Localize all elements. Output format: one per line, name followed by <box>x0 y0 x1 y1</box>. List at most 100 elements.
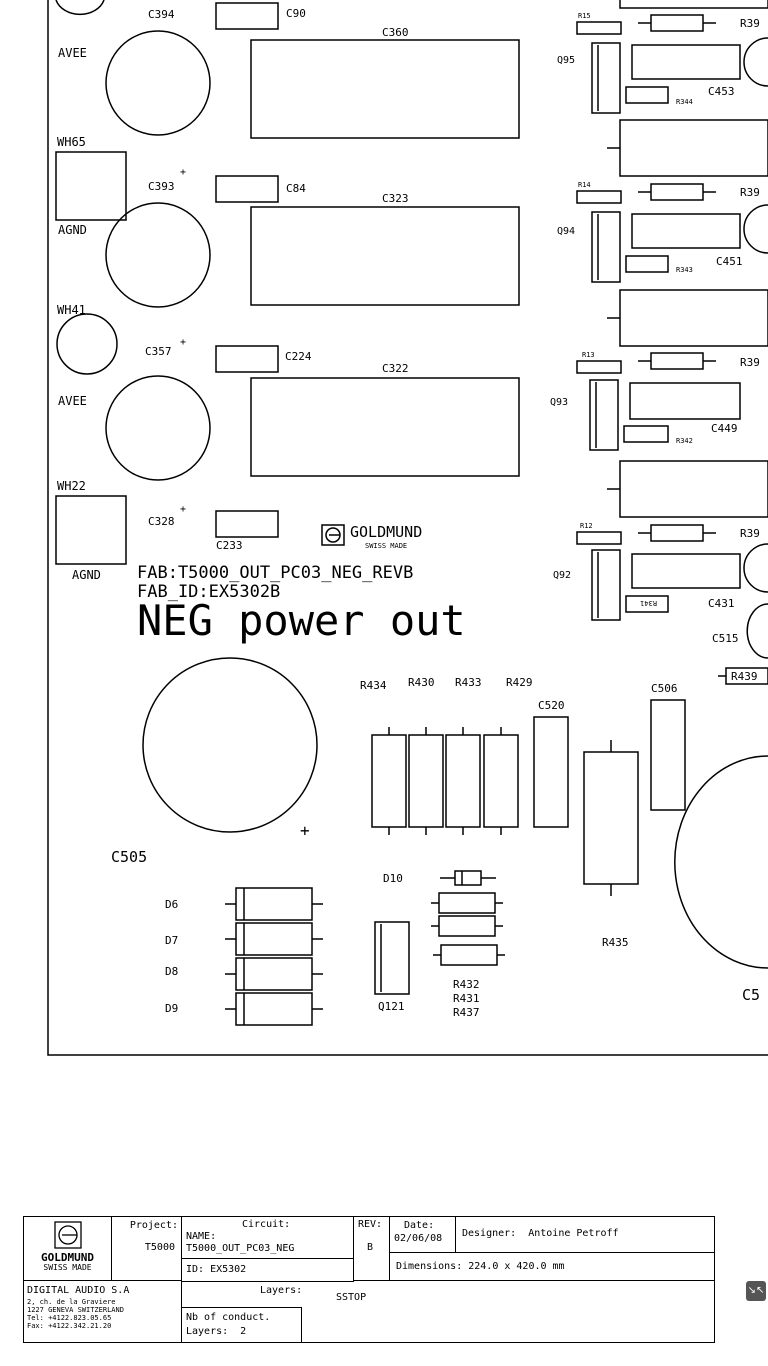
q93-body <box>589 379 619 451</box>
collapse-icon[interactable]: ↘↖ <box>746 1281 766 1301</box>
label-r437: R437 <box>453 1006 480 1019</box>
date-cell: Date: 02/06/08 <box>390 1217 456 1253</box>
label-c394: C394 <box>148 8 175 21</box>
name-value: T5000_OUT_PC03_NEG <box>186 1243 295 1254</box>
res-r434 <box>371 734 407 828</box>
nb-conduct-label: Nb of conduct. <box>186 1312 271 1323</box>
circuit-label: Circuit: <box>242 1219 291 1230</box>
diode-d8 <box>235 957 313 991</box>
label-r439: R439 <box>731 670 758 683</box>
q95-body <box>591 42 621 114</box>
cap-c520 <box>533 716 569 828</box>
label-r434: R434 <box>360 679 387 692</box>
label-r39-c: R39 <box>740 356 760 369</box>
label-wh41: WH41 <box>57 303 86 317</box>
q121-body <box>374 921 410 995</box>
label-r431: R431 <box>453 992 480 1005</box>
label-r39-d: R39 <box>740 527 760 540</box>
name-label: NAME: <box>186 1231 217 1242</box>
project-label: Project: <box>129 1220 178 1231</box>
goldmund-logo-icon <box>53 1221 82 1249</box>
fab-line: FAB:T5000_OUT_PC03_NEG_REVB <box>137 563 413 583</box>
layers-cell: Layers: SSTOP <box>182 1281 714 1342</box>
label-r430: R430 <box>408 676 435 689</box>
board-title: NEG power out <box>137 596 466 645</box>
cap-q94 <box>631 213 741 249</box>
pad-wh22 <box>55 495 127 565</box>
cap-c357 <box>105 375 211 481</box>
label-r13: R13 <box>582 351 595 359</box>
plus-1: + <box>180 167 186 178</box>
res-r15 <box>576 21 622 35</box>
title-logo-sub: SWISS MADE <box>43 1263 92 1272</box>
res-r341 <box>625 595 669 613</box>
id-value: ID: EX5302 <box>186 1264 247 1275</box>
project-value: T5000 <box>144 1242 175 1253</box>
cap-c393 <box>105 202 211 308</box>
res-r39-a <box>650 14 704 32</box>
label-c360: C360 <box>382 26 409 39</box>
label-c357: C357 <box>145 345 172 358</box>
q92-body <box>591 549 621 621</box>
company-fax: Fax: +4122.342.21.20 <box>27 1322 112 1330</box>
company-address-2: 1227 GENEVA SWITZERLAND <box>27 1306 124 1314</box>
project-cell: Project: T5000 <box>112 1217 182 1281</box>
label-c5: C5 <box>742 986 760 1004</box>
label-c224: C224 <box>285 350 312 363</box>
label-avee-1: AVEE <box>58 46 87 60</box>
diode-d9 <box>235 992 313 1026</box>
label-wh22: WH22 <box>57 479 86 493</box>
res-r13 <box>576 360 622 374</box>
label-r15: R15 <box>578 12 591 20</box>
board-outline <box>47 0 768 1056</box>
label-c90: C90 <box>286 7 306 20</box>
designer-value: Designer: Antoine Petroff <box>462 1228 619 1239</box>
res-r435 <box>583 751 639 885</box>
cap-c505 <box>142 657 318 833</box>
cap-c323 <box>250 206 520 306</box>
diode-d7 <box>235 922 313 956</box>
res-r343 <box>625 255 669 273</box>
company-name: DIGITAL AUDIO S.A <box>27 1285 130 1296</box>
cap-c84 <box>215 175 279 203</box>
diode-d10 <box>454 870 482 886</box>
label-r344: R344 <box>676 98 693 106</box>
date-value: 02/06/08 <box>394 1233 443 1244</box>
company-tel: Tel: +4122.823.05.65 <box>27 1314 112 1322</box>
label-agnd-1: AGND <box>58 223 87 237</box>
res-r431 <box>438 915 496 937</box>
label-q95: Q95 <box>557 55 575 66</box>
label-c323: C323 <box>382 192 409 205</box>
cap-c5-partial <box>674 755 768 969</box>
block-93 <box>619 460 768 518</box>
layers-value: SSTOP <box>336 1292 367 1303</box>
label-c84: C84 <box>286 182 306 195</box>
block-94 <box>619 289 768 347</box>
board-logo-sub: SWISS MADE <box>365 542 407 550</box>
cap-q92 <box>631 553 741 589</box>
label-r39-a: R39 <box>740 17 760 30</box>
layers-label: Layers: <box>260 1285 303 1296</box>
dimensions-cell: Dimensions: 224.0 x 420.0 mm <box>390 1253 714 1281</box>
res-r433 <box>445 734 481 828</box>
label-c506: C506 <box>651 682 678 695</box>
title-block: GOLDMUND SWISS MADE Project: T5000 Circu… <box>23 1216 715 1343</box>
res-r14 <box>576 190 622 204</box>
label-d7: D7 <box>165 934 178 947</box>
dimensions-value: Dimensions: 224.0 x 420.0 mm <box>396 1261 565 1272</box>
label-wh65: WH65 <box>57 135 86 149</box>
label-c322: C322 <box>382 362 409 375</box>
label-q93: Q93 <box>550 397 568 408</box>
cap-q93 <box>629 382 741 420</box>
res-r437 <box>440 944 498 966</box>
label-q92: Q92 <box>553 570 571 581</box>
label-q121: Q121 <box>378 1000 405 1013</box>
circuit-cell: Circuit: NAME: T5000_OUT_PC03_NEG ID: EX… <box>182 1217 354 1281</box>
cap-c515 <box>746 603 768 659</box>
res-r39-b <box>650 183 704 201</box>
label-r343: R343 <box>676 266 693 274</box>
date-label: Date: <box>404 1220 435 1231</box>
title-logo-cell: GOLDMUND SWISS MADE <box>24 1217 112 1281</box>
block-95 <box>619 119 768 177</box>
partial-circle-top <box>55 0 105 16</box>
